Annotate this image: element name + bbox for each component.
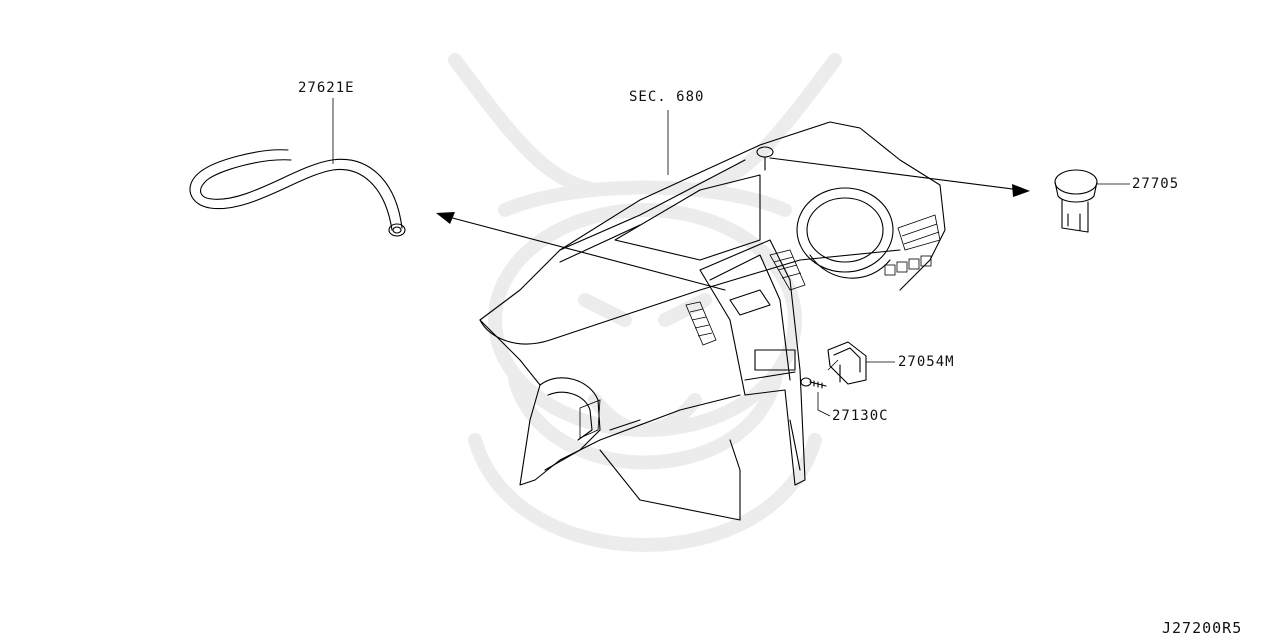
sensor-arrow bbox=[769, 157, 1030, 197]
label-27705: 27705 bbox=[1132, 176, 1180, 192]
hose-arrow bbox=[436, 212, 726, 291]
instrument-panel-part bbox=[479, 110, 946, 521]
label-sec-680: SEC. 680 bbox=[629, 89, 705, 105]
label-27054m: 27054M bbox=[898, 354, 955, 370]
label-27621e: 27621E bbox=[298, 80, 355, 96]
label-27130c: 27130C bbox=[832, 408, 889, 424]
screw-27130c-part bbox=[800, 359, 839, 417]
samurai-helmet-watermark bbox=[448, 53, 842, 552]
bracket-27054m-part bbox=[827, 341, 895, 385]
figure-code: J27200R5 bbox=[1162, 619, 1243, 637]
hose-27621e-part bbox=[189, 98, 406, 237]
sensor-27705-part bbox=[1054, 169, 1130, 233]
